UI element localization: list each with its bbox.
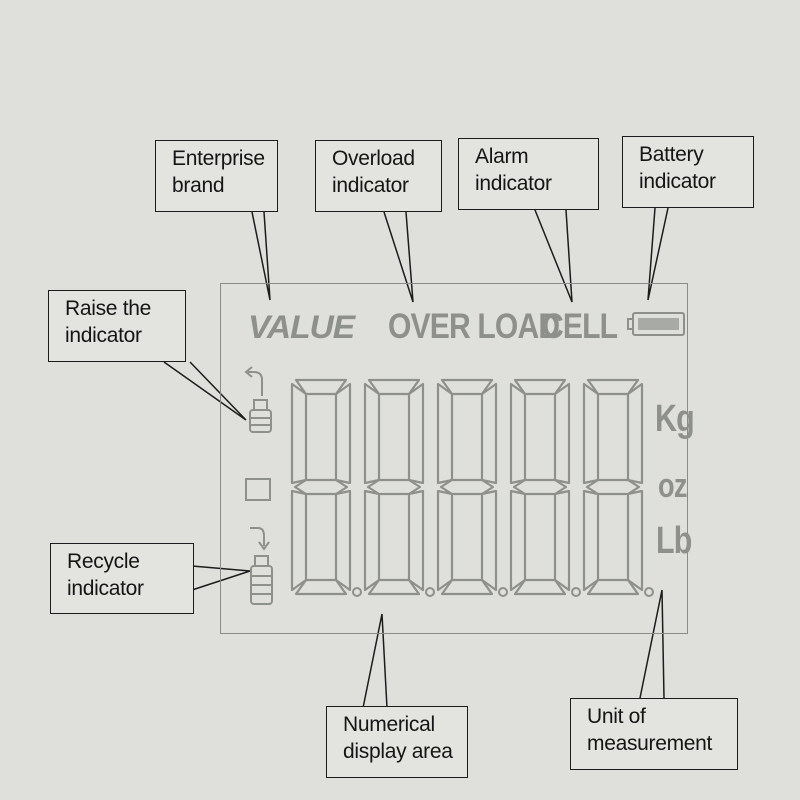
pointer-numerical-display <box>362 613 388 709</box>
callout-line: Unit of <box>587 705 646 728</box>
digit-1-seg-e <box>290 489 308 592</box>
digit-2-seg-d <box>367 578 421 596</box>
callout-enterprise-brand: Enterprise brand <box>155 140 278 212</box>
digit-1-seg-g <box>293 478 349 496</box>
overload-text: OVER LOAD <box>388 307 560 346</box>
small-square-indicator <box>245 478 271 501</box>
digit-5-decimal-point <box>644 587 654 597</box>
digit-3-decimal-point <box>498 587 508 597</box>
callout-line: display area <box>343 740 453 763</box>
callout-battery-indicator: Battery indicator <box>622 136 754 208</box>
brand-text: VALUE <box>248 309 355 345</box>
cell-text: CELL <box>542 307 618 346</box>
callout-recycle-indicator: Recycle indicator <box>50 543 194 614</box>
digit-5-seg-d <box>586 578 640 596</box>
callout-line: Overload <box>332 147 415 170</box>
recycle-icon <box>250 527 273 605</box>
pointer-unit <box>639 589 665 699</box>
digit-4-seg-d <box>513 578 567 596</box>
digit-1-decimal-point <box>352 587 362 597</box>
callout-unit-of-measurement: Unit of measurement <box>570 698 738 770</box>
pointer-overload <box>383 211 414 303</box>
callout-line: Battery <box>639 143 704 166</box>
pointer-alarm <box>534 209 573 303</box>
digit-2-decimal-point <box>425 587 435 597</box>
battery-icon <box>627 312 685 336</box>
digit-3-seg-g <box>439 478 495 496</box>
pointer-enterprise-brand <box>251 211 271 301</box>
callout-line: indicator <box>67 577 144 600</box>
raise-icon <box>244 366 272 433</box>
digit-5-seg-e <box>582 489 600 592</box>
callout-line: Enterprise <box>172 147 265 170</box>
callout-line: measurement <box>587 732 713 755</box>
lcd-frame <box>220 283 688 634</box>
callout-line: indicator <box>475 172 552 195</box>
unit-kg: Kg <box>655 398 695 440</box>
digit-2-seg-e <box>363 489 381 592</box>
callout-line: Raise the <box>65 297 152 320</box>
digit-2-seg-g <box>366 478 422 496</box>
callout-numerical-display: Numerical display area <box>326 706 468 778</box>
digit-4-seg-g <box>512 478 568 496</box>
digit-1-seg-d <box>294 578 348 596</box>
callout-line: brand <box>172 174 225 197</box>
callout-alarm-indicator: Alarm indicator <box>458 138 599 210</box>
numerical-display-digits <box>290 378 654 597</box>
callout-line: indicator <box>65 324 142 347</box>
digit-4-decimal-point <box>571 587 581 597</box>
callout-line: Numerical <box>343 713 435 736</box>
unit-lb: Lb <box>656 520 692 562</box>
callout-line: Recycle <box>67 550 140 573</box>
digit-3-seg-e <box>436 489 454 592</box>
callout-line: Alarm <box>475 145 529 168</box>
digit-3-seg-d <box>440 578 494 596</box>
callout-line: indicator <box>639 170 716 193</box>
digit-4-seg-e <box>509 489 527 592</box>
pointer-battery <box>647 207 669 301</box>
unit-oz: oz <box>658 467 687 505</box>
digit-5-seg-g <box>585 478 641 496</box>
callout-raise-indicator: Raise the indicator <box>48 290 186 362</box>
callout-overload-indicator: Overload indicator <box>315 140 442 212</box>
pointer-raise <box>163 361 247 421</box>
callout-line: indicator <box>332 174 409 197</box>
